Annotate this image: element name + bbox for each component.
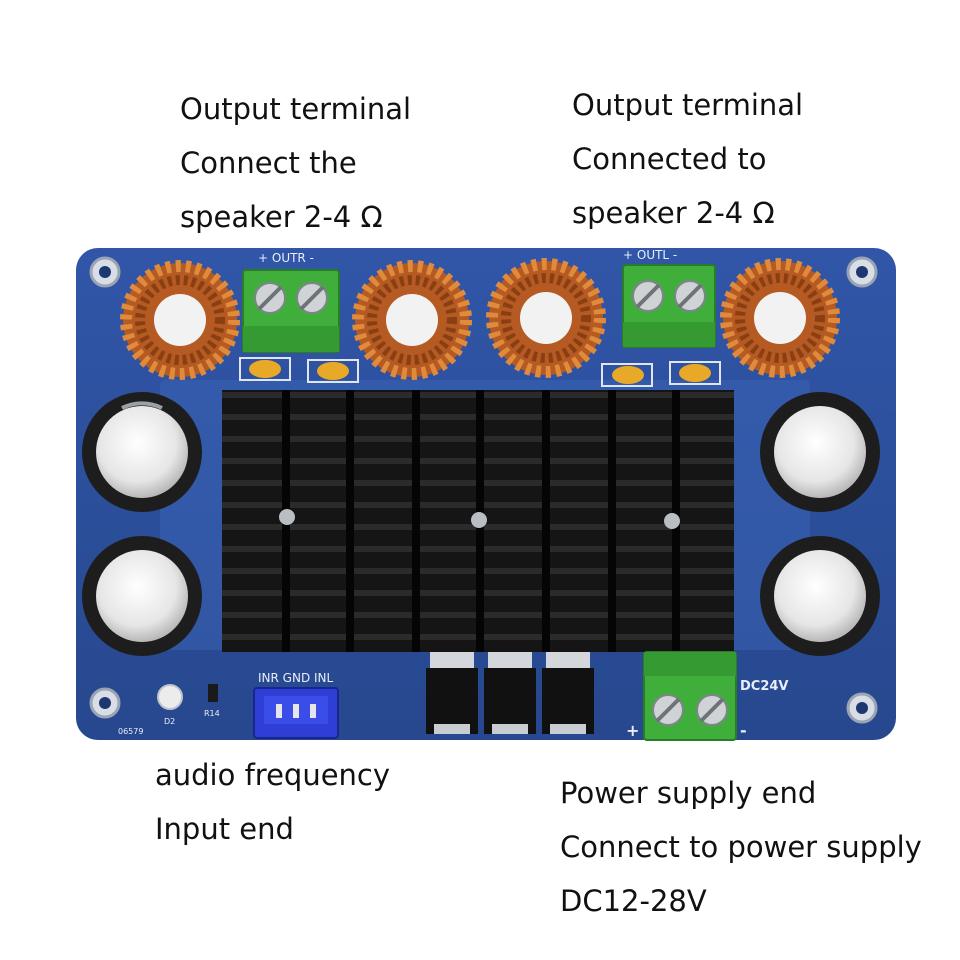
electrolytic-capacitors: [82, 392, 880, 656]
electrolytic-capacitor: [82, 392, 202, 512]
callout-output-right: Output terminal Connected to speaker 2-4…: [572, 78, 803, 240]
audio-input-connector: INR GND INL: [253, 671, 339, 739]
ceramic-capacitor: [249, 360, 281, 378]
inductor-coil: [486, 258, 606, 378]
terminal-power: DC24V + -: [626, 651, 788, 741]
power-chip: [484, 652, 536, 734]
outl-label: + OUTL -: [623, 248, 677, 262]
terminal-outr: + OUTR -: [242, 251, 340, 353]
input-pins-label: INR GND INL: [258, 671, 334, 685]
led-indicator: D2 R14 06579: [118, 684, 220, 736]
heatsink-screw: [471, 512, 487, 528]
power-chip: [542, 652, 594, 734]
heatsink-screw: [664, 513, 680, 529]
power-chips: [426, 652, 594, 734]
board-code: 06579: [118, 727, 143, 736]
d2-label: D2: [164, 717, 175, 726]
outr-label: + OUTR -: [258, 251, 314, 265]
electrolytic-capacitor: [82, 536, 202, 656]
terminal-outl: + OUTL -: [622, 248, 716, 348]
callout-power-supply: Power supply end Connect to power supply…: [560, 766, 922, 928]
inductor-coil: [352, 260, 472, 380]
electrolytic-capacitor: [760, 392, 880, 512]
plus-label: +: [626, 721, 639, 740]
dc-label: DC24V: [740, 679, 788, 694]
callout-line: Connect to power supply: [560, 830, 922, 864]
callout-line: speaker 2-4 Ω: [572, 196, 775, 230]
inductor-coil: [720, 258, 840, 378]
inductor-coil: [120, 260, 240, 380]
callout-line: audio frequency: [155, 758, 391, 792]
electrolytic-capacitor: [760, 536, 880, 656]
callout-audio-input: audio frequency Input end: [155, 748, 390, 856]
ceramic-capacitor: [317, 362, 349, 380]
callout-line: Input end: [155, 812, 294, 846]
callout-line: speaker 2-4 Ω: [180, 200, 383, 234]
callout-line: DC12-28V: [560, 884, 707, 918]
callout-line: Output terminal: [180, 92, 412, 126]
ceramic-capacitor: [612, 366, 644, 384]
r14-label: R14: [204, 709, 220, 718]
heatsink: [222, 390, 734, 652]
callout-line: Power supply end: [560, 776, 817, 810]
heatsink-screw: [279, 509, 295, 525]
power-chip: [426, 652, 478, 734]
minus-label: -: [740, 721, 747, 740]
callout-output-left: Output terminal Connect the speaker 2-4 …: [180, 82, 411, 244]
callout-line: Output terminal: [572, 88, 804, 122]
ceramic-capacitor: [679, 364, 711, 382]
callout-line: Connected to: [572, 142, 767, 176]
callout-line: Connect the: [180, 146, 357, 180]
ceramic-capacitors: [239, 357, 721, 387]
inductor-coils: [120, 258, 840, 380]
